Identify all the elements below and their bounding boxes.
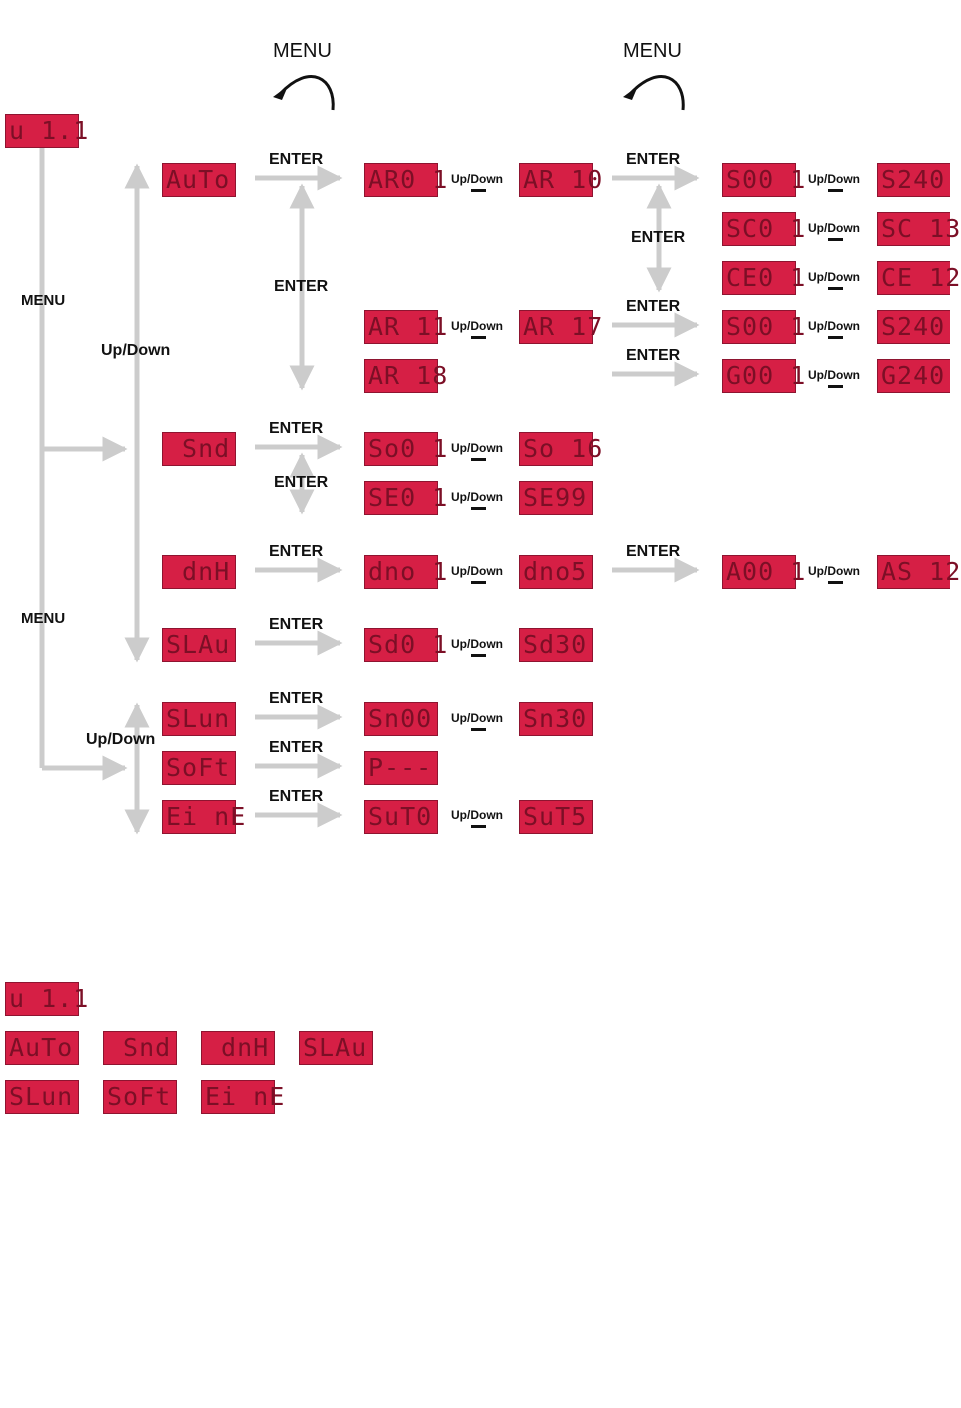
menu-return-arrow-right bbox=[628, 75, 685, 111]
updown-indicator-a: Up/Down bbox=[808, 564, 860, 584]
display-ce12: CE 12 bbox=[877, 261, 960, 295]
updown-indicator-sc: Up/Down bbox=[808, 221, 860, 241]
display-pver: P--- bbox=[364, 751, 438, 785]
menu-label-trunk-lower: MENU bbox=[21, 610, 66, 627]
enter-label-soft: ENTER bbox=[269, 739, 324, 756]
display-s001-b: S00 1 bbox=[722, 310, 805, 344]
display-g240: G240 bbox=[877, 359, 950, 393]
display-s240-b: S240 bbox=[877, 310, 950, 344]
display-su75: SuT5 bbox=[519, 800, 593, 834]
updown-indicator-dno: Up/Down bbox=[451, 564, 503, 584]
display-root-version: u 1.1 bbox=[5, 114, 88, 148]
display-sc01: SC0 1 bbox=[722, 212, 805, 246]
updown-indicator-so: Up/Down bbox=[451, 441, 503, 461]
updown-bar-icon bbox=[471, 189, 486, 192]
updown-indicator-sd: Up/Down bbox=[451, 637, 503, 657]
enter-label-auto-vertical: ENTER bbox=[274, 278, 329, 295]
display-soft: SoFt bbox=[162, 751, 236, 785]
updown-label-main: Up/Down bbox=[101, 342, 171, 359]
display-slav: SLAu bbox=[162, 628, 236, 662]
updown-bar-icon bbox=[471, 458, 486, 461]
display-s240-a: S240 bbox=[877, 163, 950, 197]
summary-display-root: u 1.1 bbox=[5, 982, 88, 1016]
enter-label-dno5: ENTER bbox=[626, 543, 681, 560]
summary-display-slav: SLAu bbox=[299, 1031, 373, 1065]
summary-display-dnh: dnH bbox=[201, 1031, 275, 1065]
display-sd01: Sd0 1 bbox=[364, 628, 447, 662]
display-so16: So 16 bbox=[519, 432, 602, 466]
display-sn00: Sn00 bbox=[364, 702, 438, 736]
display-ar11: AR 11 bbox=[364, 310, 447, 344]
summary-display-slun: SLun bbox=[5, 1080, 79, 1114]
menu-return-arrowhead-right bbox=[623, 86, 638, 100]
display-ar01: AR0 1 bbox=[364, 163, 447, 197]
display-as12: AS 12 bbox=[877, 555, 960, 589]
updown-indicator-ar: Up/Down bbox=[451, 172, 503, 192]
updown-bar-icon bbox=[471, 654, 486, 657]
updown-indicator-se: Up/Down bbox=[451, 490, 503, 510]
menu-label-trunk-upper: MENU bbox=[21, 292, 66, 309]
updown-bar-icon bbox=[471, 581, 486, 584]
menu-return-arrow-left bbox=[278, 75, 335, 111]
display-se01: SE0 1 bbox=[364, 481, 447, 515]
updown-indicator-su: Up/Down bbox=[451, 808, 503, 828]
display-g001: G00 1 bbox=[722, 359, 805, 393]
updown-bar-icon bbox=[828, 581, 843, 584]
enter-label-slav: ENTER bbox=[269, 616, 324, 633]
menu-return-arrowhead-left bbox=[273, 86, 288, 100]
display-so01: So0 1 bbox=[364, 432, 447, 466]
display-ce01: CE0 1 bbox=[722, 261, 805, 295]
enter-label-auto: ENTER bbox=[269, 151, 324, 168]
enter-label-snd: ENTER bbox=[269, 420, 324, 437]
enter-label-dnh: ENTER bbox=[269, 543, 324, 560]
display-su70: SuT0 bbox=[364, 800, 438, 834]
display-dno5: dno5 bbox=[519, 555, 593, 589]
enter-label-ar17-b: ENTER bbox=[626, 347, 681, 364]
display-sc13: SC 13 bbox=[877, 212, 960, 246]
updown-indicator-ar-b: Up/Down bbox=[451, 319, 503, 339]
enter-label-ar17-a: ENTER bbox=[626, 298, 681, 315]
menu-label-top-left: MENU bbox=[273, 40, 332, 62]
display-se99: SE99 bbox=[519, 481, 593, 515]
enter-label-ar10: ENTER bbox=[626, 151, 681, 168]
updown-bar-icon bbox=[828, 189, 843, 192]
updown-label-sub: Up/Down bbox=[86, 731, 156, 748]
updown-indicator-s-b: Up/Down bbox=[808, 319, 860, 339]
enter-label-snd-vertical: ENTER bbox=[274, 474, 329, 491]
updown-bar-icon bbox=[828, 287, 843, 290]
display-slun: SLun bbox=[162, 702, 236, 736]
display-auto: AuTo bbox=[162, 163, 236, 197]
updown-bar-icon bbox=[828, 336, 843, 339]
display-time: Ei nE bbox=[162, 800, 245, 834]
menu-label-top-right: MENU bbox=[623, 40, 682, 62]
enter-label-ar10-vertical: ENTER bbox=[631, 229, 686, 246]
updown-bar-icon bbox=[828, 385, 843, 388]
updown-bar-icon bbox=[471, 728, 486, 731]
summary-display-snd: Snd bbox=[103, 1031, 177, 1065]
updown-bar-icon bbox=[471, 336, 486, 339]
updown-bar-icon bbox=[471, 825, 486, 828]
updown-bar-icon bbox=[471, 507, 486, 510]
display-dnh: dnH bbox=[162, 555, 236, 589]
updown-indicator-g: Up/Down bbox=[808, 368, 860, 388]
updown-bar-icon bbox=[828, 238, 843, 241]
display-snd: Snd bbox=[162, 432, 236, 466]
updown-indicator-sn: Up/Down bbox=[451, 711, 503, 731]
display-sn30: Sn30 bbox=[519, 702, 593, 736]
summary-display-auto: AuTo bbox=[5, 1031, 79, 1065]
enter-label-time: ENTER bbox=[269, 788, 324, 805]
display-ar10: AR 10 bbox=[519, 163, 602, 197]
display-sd30: Sd30 bbox=[519, 628, 593, 662]
enter-label-slun: ENTER bbox=[269, 690, 324, 707]
display-a001: A00 1 bbox=[722, 555, 805, 589]
display-s001-a: S00 1 bbox=[722, 163, 805, 197]
display-ar17: AR 17 bbox=[519, 310, 602, 344]
summary-display-soft: SoFt bbox=[103, 1080, 177, 1114]
display-dno1: dno 1 bbox=[364, 555, 447, 589]
updown-indicator-s-a: Up/Down bbox=[808, 172, 860, 192]
summary-display-time: Ei nE bbox=[201, 1080, 284, 1114]
updown-indicator-ce: Up/Down bbox=[808, 270, 860, 290]
display-ar18: AR 18 bbox=[364, 359, 447, 393]
